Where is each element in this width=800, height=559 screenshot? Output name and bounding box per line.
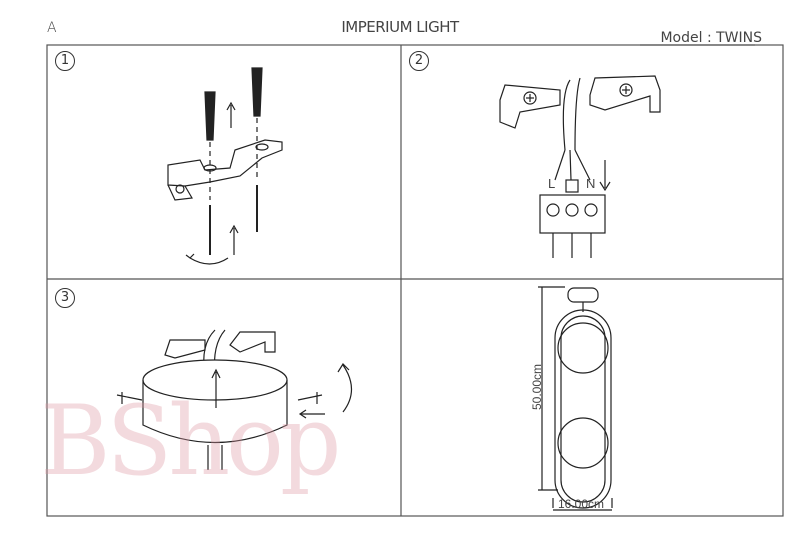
page-title: IMPERIUM LIGHT bbox=[341, 18, 459, 36]
step3-canopy-illustration bbox=[116, 329, 353, 470]
sheet-corner-label: A bbox=[47, 20, 57, 36]
step-number-2: 2 bbox=[409, 51, 429, 71]
step-number-1: 1 bbox=[55, 51, 75, 71]
live-wire-label: L bbox=[548, 176, 556, 191]
model-label: Model : TWINS bbox=[660, 30, 762, 46]
height-dimension: 50.00cm bbox=[530, 363, 544, 411]
neutral-wire-label: N bbox=[586, 176, 596, 191]
step1-bracket-illustration bbox=[167, 67, 283, 265]
shop-watermark: BShop bbox=[40, 385, 341, 497]
step2-wiring-illustration bbox=[499, 75, 661, 258]
step-number-3: 3 bbox=[55, 288, 75, 308]
width-dimension: 16.00cm bbox=[558, 497, 605, 511]
lamp-dimension-drawing bbox=[538, 286, 613, 511]
